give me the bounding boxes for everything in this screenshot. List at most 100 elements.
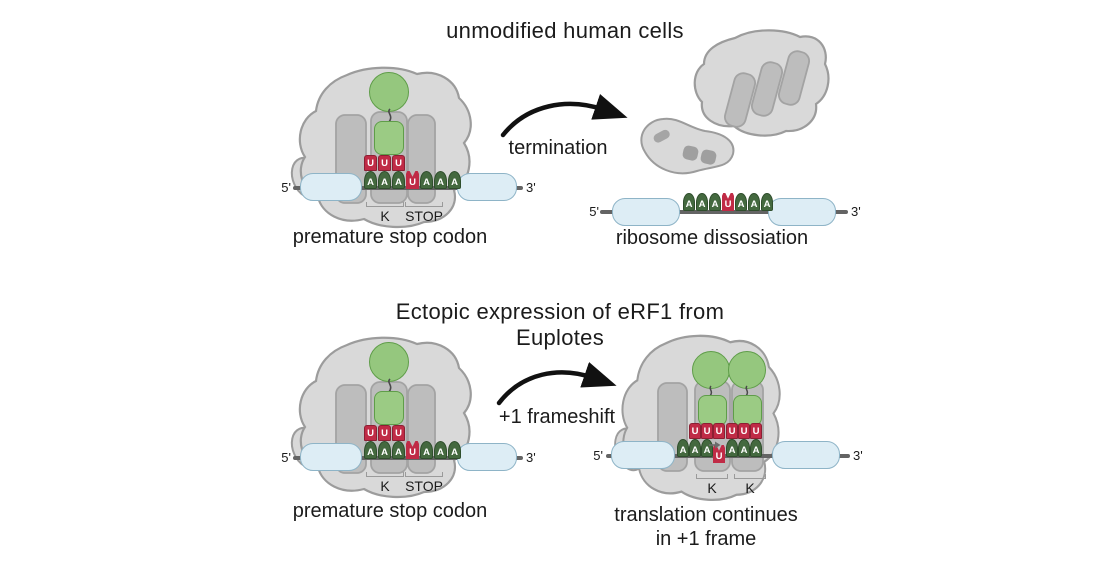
trna-body	[698, 395, 727, 426]
nucleotide-a: A	[434, 171, 447, 189]
three-prime-label: 3'	[526, 450, 536, 465]
three-prime-label: 3'	[853, 448, 863, 463]
nucleotide-u: U	[406, 171, 419, 189]
utr-box-5	[300, 173, 362, 201]
anticodon-u: U	[392, 155, 405, 171]
utr-box-3	[457, 173, 517, 201]
anticodon-u: U	[738, 423, 750, 439]
nucleotide-a: A	[683, 193, 695, 211]
small-subunit-slot	[653, 129, 670, 143]
anticodon-u: U	[689, 423, 701, 439]
small-subunit-tooth	[700, 149, 717, 165]
nucleotide-a: A	[750, 439, 762, 457]
subunit-channel	[750, 61, 784, 117]
nucleotide-u: U	[722, 193, 734, 211]
anticodon-u: U	[378, 155, 391, 171]
utr-box-3	[457, 443, 517, 471]
codon-bracket-k	[366, 202, 404, 207]
trna-linker-squiggle	[745, 385, 749, 397]
panel-caption: premature stop codon	[292, 226, 488, 248]
nucleotide-a: A	[689, 439, 701, 457]
trna-body	[374, 121, 404, 155]
utr-box-5	[611, 441, 675, 469]
nucleotide-a: A	[392, 171, 405, 189]
subunit-channel	[777, 50, 811, 106]
nascent-peptide-circle	[728, 351, 766, 389]
top-section-title: unmodified human cells	[446, 18, 684, 43]
nascent-peptide-circle	[369, 72, 409, 112]
nucleotide-a: A	[677, 439, 689, 457]
codon-label-k: K	[380, 478, 390, 494]
nucleotide-a: A	[748, 193, 760, 211]
nucleotide-a: A	[420, 441, 433, 459]
utr-box-3	[772, 441, 840, 469]
five-prime-label: 5'	[589, 204, 599, 219]
trna-linker-squiggle	[388, 108, 392, 123]
codon-bracket-stop	[405, 472, 443, 477]
termination-arrow	[500, 94, 628, 138]
panel-caption-line2: in +1 frame	[655, 528, 757, 550]
frameshift-arrow-label: +1 frameshift	[498, 406, 616, 428]
trna-body	[374, 391, 404, 425]
trna-body	[733, 395, 762, 426]
nucleotide-a: A	[448, 441, 461, 459]
anticodon-u: U	[378, 425, 391, 441]
nucleotide-a: A	[364, 171, 377, 189]
nucleotide-a: A	[378, 171, 391, 189]
anticodon-u: U	[392, 425, 405, 441]
three-prime-label: 3'	[851, 204, 861, 219]
anticodon-u: U	[750, 423, 762, 439]
codon-bracket-k1	[696, 474, 728, 479]
three-prime-label: 3'	[526, 180, 536, 195]
anticodon-u: U	[701, 423, 713, 439]
nascent-peptide-circle	[369, 342, 409, 382]
anticodon-u: U	[713, 423, 725, 439]
small-subunit-dissociated	[640, 117, 735, 175]
nucleotide-u-bulged: U	[713, 445, 725, 463]
nucleotide-u: U	[406, 441, 419, 459]
trna-linker-squiggle	[388, 378, 392, 393]
nucleotide-a: A	[434, 441, 447, 459]
codon-bracket-k	[366, 472, 404, 477]
subunit-channel	[723, 72, 757, 128]
frameshift-arrow	[496, 362, 617, 406]
anticodon-u: U	[364, 425, 377, 441]
codon-label-k1: K	[707, 480, 717, 496]
codon-bracket-k2	[734, 474, 766, 479]
five-prime-label: 5'	[281, 450, 291, 465]
nucleotide-a: A	[364, 441, 377, 459]
five-prime-label: 5'	[593, 448, 603, 463]
bulge-shift-arrow	[709, 441, 721, 449]
nucleotide-a: A	[420, 171, 433, 189]
anticodon-u: U	[364, 155, 377, 171]
anticodon-u: U	[726, 423, 738, 439]
nucleotide-a: A	[761, 193, 773, 211]
nucleotide-a: A	[701, 439, 713, 457]
nucleotide-a: A	[726, 439, 738, 457]
mrna-line	[600, 210, 848, 214]
panel-caption: premature stop codon	[292, 500, 488, 522]
nascent-peptide-circle	[692, 351, 730, 389]
codon-label-stop: STOP	[405, 208, 443, 224]
nucleotide-a: A	[378, 441, 391, 459]
bottom-section-title: Ectopic expression of eRF1 from Euplotes	[395, 299, 725, 350]
nucleotide-a: A	[709, 193, 721, 211]
utr-box-5	[612, 198, 680, 226]
panel-caption-line1: translation continues	[614, 504, 798, 526]
termination-arrow-label: termination	[508, 137, 608, 159]
codon-label-stop: STOP	[405, 478, 443, 494]
panel-caption: ribosome dissosiation	[615, 227, 809, 249]
trna-linker-squiggle	[709, 385, 713, 397]
codon-label-k2: K	[745, 480, 755, 496]
nucleotide-a: A	[735, 193, 747, 211]
codon-bracket-stop	[405, 202, 443, 207]
five-prime-label: 5'	[281, 180, 291, 195]
nucleotide-a: A	[738, 439, 750, 457]
nucleotide-a: A	[696, 193, 708, 211]
small-subunit-tooth	[682, 145, 699, 161]
utr-box-3	[768, 198, 836, 226]
nucleotide-a: A	[448, 171, 461, 189]
large-subunit-dissociated	[693, 29, 830, 137]
utr-box-5	[300, 443, 362, 471]
